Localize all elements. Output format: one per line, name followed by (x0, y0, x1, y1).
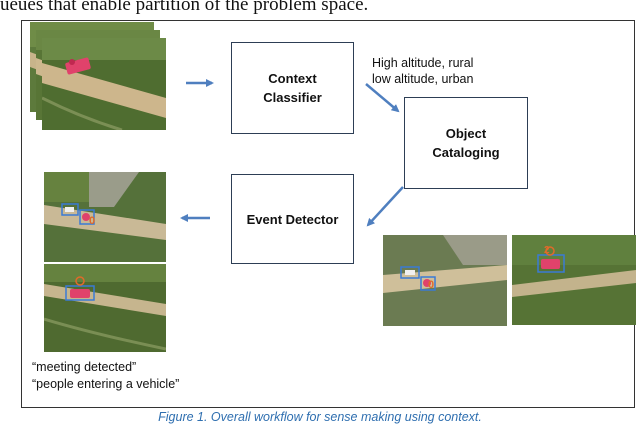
figure-caption: Figure 1. Overall workflow for sense mak… (158, 410, 482, 424)
event-output-line2: “people entering a vehicle” (32, 377, 180, 391)
detection-tag: 0 (89, 215, 96, 227)
aerial-photo-meeting (44, 172, 166, 262)
detection-box (79, 209, 95, 225)
aerial-photo-cataloged-2 (512, 235, 636, 325)
context-label-line1: High altitude, rural (372, 56, 474, 70)
arrow-cataloging-to-detector (366, 186, 404, 227)
arrow-classifier-to-cataloging (365, 83, 400, 113)
object-cataloging-label-line1: Object (445, 126, 487, 141)
aerial-photo-cataloged-1 (383, 235, 507, 326)
header-partial-text: ueues that enable partition of the probl… (0, 0, 369, 15)
detection-box (61, 203, 79, 216)
context-classifier-label-line2: Classifier (263, 90, 322, 105)
detection-box (420, 276, 436, 291)
detection-tag: 2 (544, 245, 550, 256)
event-output-line1: “meeting detected” (32, 360, 137, 374)
context-classifier-label-line1: Context (268, 71, 317, 86)
detection-tag: 0 (428, 279, 435, 291)
figure-frame (21, 20, 635, 408)
object-cataloging-label-line2: Cataloging (432, 145, 500, 160)
aerial-photo-entering-vehicle (44, 264, 166, 352)
context-label-line2: low altitude, urban (372, 72, 474, 86)
detection-box (400, 266, 420, 279)
detection-box (65, 285, 95, 301)
event-detector-box: Event Detector (231, 174, 354, 264)
aerial-photo-vehicle-rural (42, 38, 166, 130)
event-detector-label: Event Detector (246, 211, 339, 227)
